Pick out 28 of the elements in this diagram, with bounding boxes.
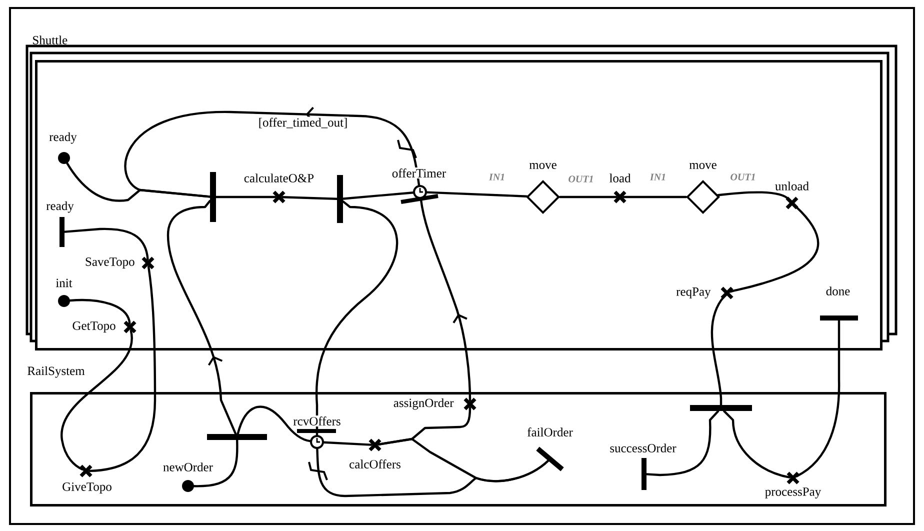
path-line xyxy=(316,448,550,498)
fork-bar xyxy=(207,434,267,440)
node-label: calcOffers xyxy=(350,460,400,468)
component-label: RailSystem xyxy=(28,366,85,378)
end-bar xyxy=(642,458,646,490)
path-line xyxy=(646,410,720,476)
responsibility-cross xyxy=(368,438,382,452)
responsibility-cross xyxy=(786,471,800,485)
node-label: assignOrder xyxy=(394,398,454,410)
end-bar xyxy=(536,446,564,472)
responsibility-cross xyxy=(463,397,477,411)
timer-symbol xyxy=(297,429,336,449)
path-line xyxy=(322,441,372,446)
component-label: Shuttle xyxy=(33,36,68,44)
node-label: failOrder xyxy=(528,428,573,436)
responsibility-cross xyxy=(79,464,93,478)
path-line xyxy=(796,320,840,478)
path-line xyxy=(723,410,790,478)
node-label: successOrder xyxy=(610,444,676,452)
start-point xyxy=(182,480,194,492)
node-label: rcvOffers xyxy=(292,416,342,426)
path-line xyxy=(236,406,312,442)
node-label: newOrder xyxy=(163,462,213,472)
path-line xyxy=(60,330,133,470)
path-line xyxy=(193,439,238,488)
fork-bar xyxy=(690,405,752,411)
node-label: processPay xyxy=(765,488,822,498)
node-label: GiveTopo xyxy=(62,482,112,494)
